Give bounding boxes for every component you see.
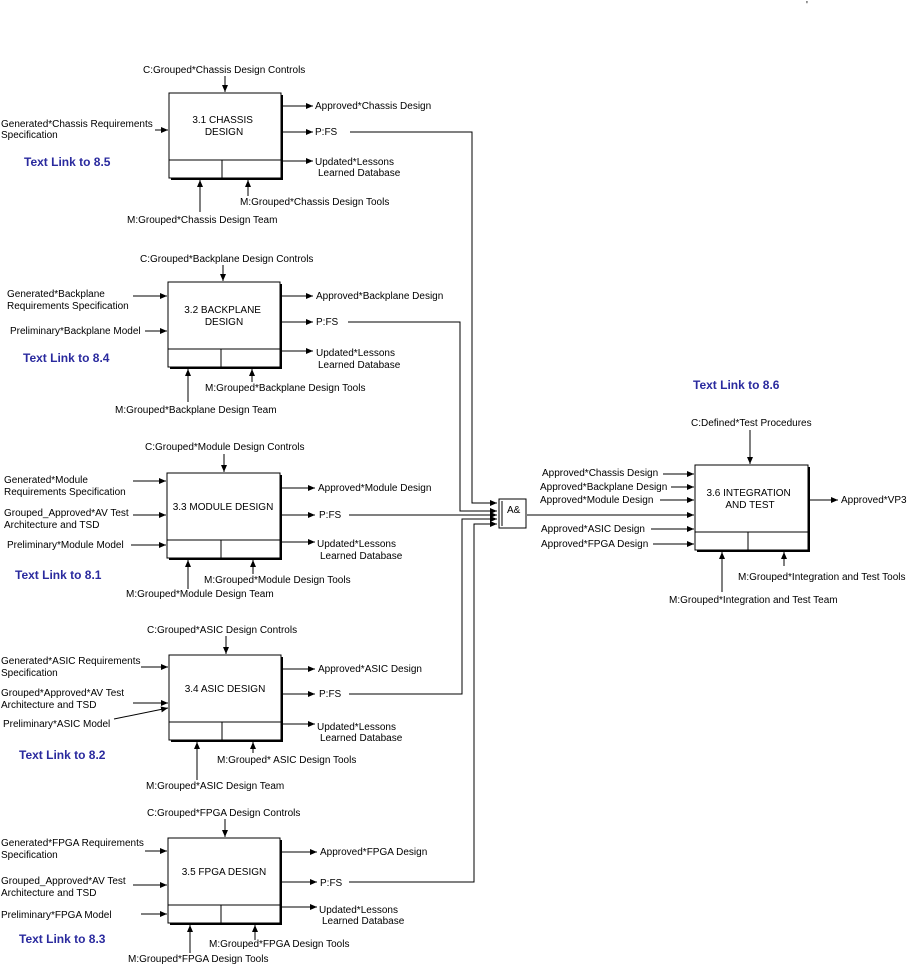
activity-3-5: 3.5 FPGA DESIGN C:Grouped*FPGA Design Co… [1,808,427,964]
activity-3-2-mechanism-1: M:Grouped*Backplane Design Tools [205,383,365,394]
activity-3-6-mechanism-1: M:Grouped*Integration and Test Tools [738,572,906,583]
activity-3-6-control: C:Defined*Test Procedures [691,418,812,429]
activity-3-3-box[interactable] [166,472,281,559]
activity-3-3: 3.3 MODULE DESIGN C:Grouped*Module Desig… [4,442,431,600]
activity-3-2-output-2: P:FS [316,317,339,328]
activity-3-3-input-2: Grouped_Approved*AV Test Architecture an… [4,508,132,531]
activity-3-3-output-1: Approved*Module Design [318,483,431,494]
activity-3-6-input-1: Approved*Chassis Design [542,468,658,479]
activity-3-5-mechanism-2: M:Grouped*FPGA Design Tools [128,954,268,964]
activity-3-5-input-2: Grouped_Approved*AV Test Architecture an… [1,876,129,899]
activity-3-3-output-3: Updated*Lessons Learned Database [317,539,403,562]
activity-3-5-mechanism-1: M:Grouped*FPGA Design Tools [209,939,349,950]
activity-3-5-output-3: Updated*Lessons Learned Database [319,905,405,927]
activity-3-3-control: C:Grouped*Module Design Controls [145,442,305,453]
activity-3-4-output-1: Approved*ASIC Design [318,664,422,675]
activity-3-6-title: 3.6 INTEGRATION AND TEST [706,488,793,511]
activity-3-1-output-2: P:FS [315,127,338,138]
activity-3-1-text-link[interactable]: Text Link to 8.5 [24,155,111,169]
activity-3-3-title: 3.3 MODULE DESIGN [173,502,274,513]
activity-3-5-box[interactable] [167,837,281,924]
activity-3-2-control: C:Grouped*Backplane Design Controls [140,254,313,265]
activity-3-4-input-2: Grouped*Approved*AV Test Architecture an… [1,688,127,711]
activity-3-3-input-3: Preliminary*Module Model [7,540,124,551]
activity-3-4-text-link[interactable]: Text Link to 8.2 [19,748,106,762]
activity-3-1-output-3: Updated*Lessons Learned Database [315,157,401,179]
activity-3-1-output-1: Approved*Chassis Design [315,101,431,112]
activity-3-6-output-1: Approved*VP3 [841,495,907,506]
activity-3-5-control: C:Grouped*FPGA Design Controls [147,808,300,819]
activity-3-1: 3.1 CHASSIS DESIGN C:Grouped*Chassis Des… [1,65,431,226]
activity-3-5-output-1: Approved*FPGA Design [320,847,427,858]
activity-3-2: 3.2 BACKPLANE DESIGN C:Grouped*Backplane… [7,254,443,416]
activity-3-3-mechanism-1: M:Grouped*Module Design Tools [204,575,351,586]
activity-3-4-title: 3.4 ASIC DESIGN [185,684,266,695]
activity-3-4-input-1: Generated*ASIC Requirements Specificatio… [1,656,143,679]
activity-3-2-input-1: Generated*Backplane Requirements Specifi… [7,289,129,312]
activity-3-1-control: C:Grouped*Chassis Design Controls [143,65,305,76]
junction-and: A& [498,498,527,529]
activity-3-6-box[interactable] [694,464,809,551]
activity-3-6-mechanism-2: M:Grouped*Integration and Test Team [669,595,838,606]
activity-3-2-box[interactable] [167,281,281,368]
activity-3-2-text-link[interactable]: Text Link to 8.4 [23,351,110,365]
activity-3-2-input-2: Preliminary*Backplane Model [10,326,141,337]
activity-3-3-output-2: P:FS [319,510,342,521]
activity-3-5-output-2: P:FS [320,878,343,889]
activity-3-2-title: 3.2 BACKPLANE DESIGN [184,305,264,328]
activity-3-6-input-5: Approved*FPGA Design [541,539,648,550]
activity-3-6-input-2: Approved*Backplane Design [540,482,667,493]
activity-3-5-input-1: Generated*FPGA Requirements Specificatio… [1,838,147,861]
activity-3-3-input-1: Generated*Module Requirements Specificat… [4,475,126,498]
activity-3-4-mechanism-2: M:Grouped*ASIC Design Team [146,781,284,792]
activity-3-4-output-3: Updated*Lessons Learned Database [317,722,403,744]
activity-3-6: 3.6 INTEGRATION AND TEST C:Defined*Test … [527,378,907,606]
activity-3-4-mechanism-1: M:Grouped* ASIC Design Tools [217,755,356,766]
activity-3-5-title: 3.5 FPGA DESIGN [182,867,266,878]
activity-3-2-output-1: Approved*Backplane Design [316,291,443,302]
activity-3-5-input-3: Preliminary*FPGA Model [1,910,112,921]
activity-3-2-output-3: Updated*Lessons Learned Database [316,348,401,371]
activity-3-2-mechanism-2: M:Grouped*Backplane Design Team [115,405,277,416]
activity-3-1-box[interactable] [168,92,282,179]
activity-3-1-title: 3.1 CHASSIS DESIGN [192,115,255,138]
activity-3-6-text-link[interactable]: Text Link to 8.6 [693,378,780,392]
activity-3-3-text-link[interactable]: Text Link to 8.1 [15,568,102,582]
pfs-routing [348,131,497,883]
activity-3-1-input-1: Generated*Chassis Requirements Specifica… [1,119,156,141]
activity-3-6-input-3: Approved*Module Design [540,495,653,506]
activity-3-4: 3.4 ASIC DESIGN C:Grouped*ASIC Design Co… [1,625,422,792]
activity-3-4-box[interactable] [168,654,282,741]
activity-3-4-control: C:Grouped*ASIC Design Controls [147,625,297,636]
activity-3-5-text-link[interactable]: Text Link to 8.3 [19,932,106,946]
activity-3-3-mechanism-2: M:Grouped*Module Design Team [126,589,274,600]
activity-3-6-input-4: Approved*ASIC Design [541,524,645,535]
activity-3-1-mechanism-1: M:Grouped*Chassis Design Tools [240,197,389,208]
activity-3-1-mechanism-2: M:Grouped*Chassis Design Team [127,215,277,226]
activity-3-4-output-2: P:FS [319,689,342,700]
corner-mark: ' [806,0,808,11]
junction-label: A& [507,505,521,516]
activity-3-4-input-3: Preliminary*ASIC Model [3,719,110,730]
